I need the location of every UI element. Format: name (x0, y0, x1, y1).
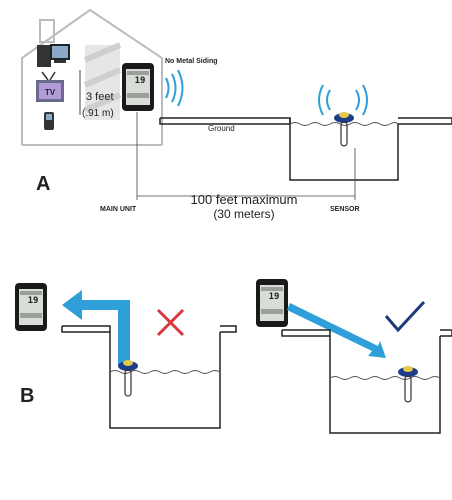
sensor-icon-correct (398, 366, 418, 403)
ground-label: Ground (208, 124, 235, 133)
phone-icon (44, 112, 54, 130)
clear-signal-arrow (287, 303, 386, 358)
main-unit-icon-wrong (15, 283, 47, 331)
panel-b-label: B (20, 385, 34, 407)
computer-icon (37, 44, 70, 67)
distance-metric: (.91 m) (82, 108, 114, 119)
water-surface-wrong (109, 370, 221, 374)
water-surface-correct (329, 376, 441, 380)
main-unit-icon-correct (256, 279, 288, 327)
house-outline (21, 8, 163, 146)
signal-waves-sensor (318, 84, 368, 116)
main-unit-label: MAIN UNIT (100, 206, 137, 213)
blocked-signal-arrow (62, 290, 130, 365)
range-metric: (30 meters) (213, 207, 274, 221)
tv-icon: TV (36, 71, 64, 102)
main-unit-icon (122, 63, 154, 111)
no-metal-siding-warning: No Metal Siding (165, 58, 218, 65)
sensor-icon-wrong (118, 360, 138, 397)
sensor-icon-a (334, 112, 354, 147)
cross-icon (156, 308, 185, 337)
range-value: 100 feet maximum (191, 192, 298, 207)
main-unit-reading: 19 (135, 76, 146, 86)
sensor-label: SENSOR (330, 206, 360, 213)
panel-a-label: A (36, 173, 50, 195)
main-unit-reading-wrong: 19 (28, 296, 39, 306)
signal-waves-main (165, 69, 184, 107)
tv-label: TV (45, 88, 56, 97)
main-unit-reading-correct: 19 (269, 292, 280, 302)
ground-and-pool-a (159, 117, 452, 181)
pool-correct (281, 329, 452, 434)
check-icon (384, 300, 426, 333)
pool-wrong (61, 325, 237, 429)
water-surface-a (289, 122, 399, 126)
distance-value: 3 feet (86, 91, 114, 103)
